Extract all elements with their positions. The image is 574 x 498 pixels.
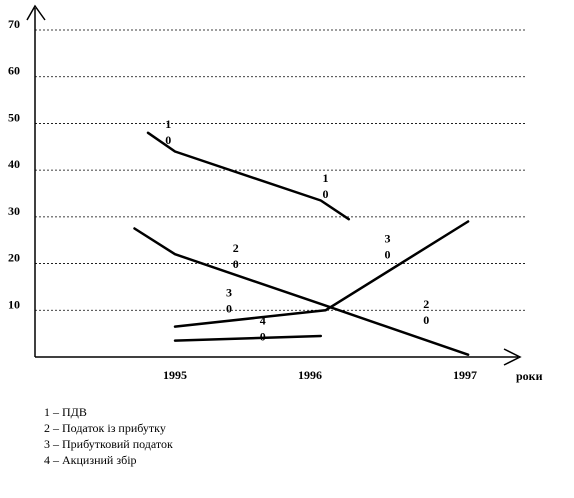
series-line-2	[133, 227, 470, 356]
series-label-glyph: 0	[233, 257, 239, 271]
y-tick-label: 50	[8, 110, 20, 124]
y-axis-arrow	[26, 4, 46, 21]
series-label-glyph: 0	[226, 301, 232, 315]
series-4-label: 40	[260, 313, 266, 343]
series-line-1	[146, 131, 351, 221]
legend: 1 – ПДВ 2 – Податок із прибутку 3 – Приб…	[44, 404, 173, 468]
series-label-glyph: 2	[423, 297, 429, 311]
series-2-label: 20	[233, 241, 239, 271]
series-label-glyph: 3	[226, 285, 232, 299]
y-tick-label: 20	[8, 251, 20, 265]
series-label-glyph: 2	[233, 241, 239, 255]
legend-item-2: 2 – Податок із прибутку	[44, 421, 166, 435]
series-2-label: 20	[423, 297, 429, 327]
y-tick-label: 70	[8, 17, 20, 31]
series-1-label: 10	[165, 117, 171, 147]
series-label-glyph: 0	[165, 133, 171, 147]
x-tick-label: 1996	[298, 368, 322, 382]
y-tick-label: 10	[8, 297, 20, 311]
series-3-label: 30	[226, 285, 232, 315]
x-tick-label: 1995	[163, 368, 187, 382]
y-tick-label: 40	[8, 157, 20, 171]
legend-item-3: 3 – Прибутковий податок	[44, 437, 173, 451]
x-tick-label: 1997	[453, 368, 477, 382]
axis-layer	[26, 4, 522, 366]
x-axis-unit-label: роки	[516, 369, 543, 383]
series-label-glyph: 0	[423, 313, 429, 327]
series-label-glyph: 4	[260, 313, 266, 327]
x-axis-arrow	[503, 348, 522, 366]
grid-layer	[35, 29, 525, 311]
series-line-3	[173, 220, 470, 328]
legend-item-4: 4 – Акцизний збір	[44, 453, 137, 467]
series-label-glyph: 0	[385, 248, 391, 262]
y-tick-label: 30	[8, 204, 20, 218]
series-line-4	[173, 334, 323, 342]
series-label-glyph: 0	[260, 329, 266, 343]
series-label-glyph: 3	[385, 232, 391, 246]
legend-item-1: 1 – ПДВ	[44, 405, 87, 419]
series-1-label: 10	[323, 171, 329, 201]
series-label-glyph: 1	[165, 117, 171, 131]
series-label-glyph: 1	[323, 171, 329, 185]
series-3-label: 30	[385, 232, 391, 262]
series-layer	[133, 131, 470, 356]
y-tick-label: 60	[8, 64, 20, 78]
series-label-glyph: 0	[323, 187, 329, 201]
